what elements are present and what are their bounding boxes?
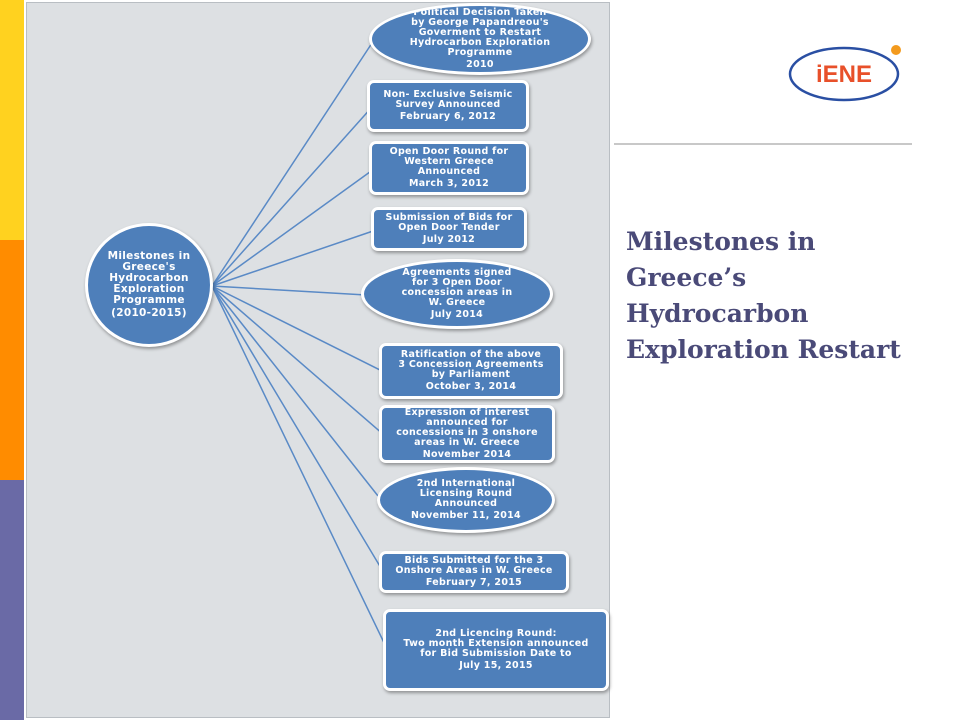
milestone-date: March 3, 2012 [408,178,490,189]
hub-line: Milestones in [107,250,191,262]
milestone-line: Announced [417,166,481,177]
milestone-line: Political Decision Taken [413,7,547,18]
milestone-node: Expression of interest announced for con… [379,405,555,463]
milestone-line: Ratification of the above [400,349,542,360]
milestone-node: Agreements signed for 3 Open Door conces… [361,259,553,329]
title-line: Exploration Restart [626,335,901,364]
milestone-line: Announced [434,498,498,509]
milestone-node: Submission of Bids for Open Door Tender … [371,207,527,251]
slide-title: Milestones in Greece’s Hydrocarbon Explo… [626,224,946,368]
milestone-node: 2nd Licencing Round: Two month Extension… [383,609,609,691]
connector-line [211,285,383,502]
milestones-diagram: Milestones in Greece's Hydrocarbon Explo… [26,2,610,718]
milestone-line: Expression of interest [404,407,530,418]
connector-lines [211,39,389,652]
connector-line [211,168,375,287]
milestone-node: 2nd International Licensing Round Announ… [377,467,555,533]
milestone-node: Ratification of the above 3 Concession A… [379,343,563,399]
milestone-line: Programme [447,47,513,58]
milestone-line: Goverment to Restart [418,27,542,38]
logo-text: iENE [816,61,872,88]
milestone-line: Hydrocarbon Exploration [409,37,551,48]
connector-line [211,39,375,287]
title-line: Hydrocarbon [626,299,809,328]
milestone-line: Licensing Round [419,488,513,499]
connector-line [211,285,367,296]
milestone-line: Western Greece [404,156,494,167]
connector-line [211,229,377,287]
hub-node: Milestones in Greece's Hydrocarbon Explo… [85,223,213,347]
milestone-date: November 2014 [422,449,512,460]
milestone-line: Non- Exclusive Seismic [383,89,513,100]
connector-line [211,106,373,287]
hub-period: (2010-2015) [111,307,187,319]
milestone-line: concessions in 3 onshore [396,427,538,438]
milestone-date: July 2012 [422,234,476,245]
milestone-line: announced for [426,417,508,428]
milestone-line: 3 Concession Agreements [398,359,544,370]
milestone-line: Agreements signed [402,267,512,278]
hub-line: Exploration [113,283,185,295]
sidebar-yellow-block [0,0,24,240]
milestone-line: by Parliament [431,369,511,380]
milestone-line: Onshore Areas in W. Greece [395,565,553,576]
milestone-line: for Bid Submission Date to [420,648,572,659]
connector-line [211,285,389,652]
milestone-line: W. Greece [428,297,486,308]
milestone-date: 2010 [466,59,494,70]
title-line: Greece’s [626,263,747,292]
milestone-line: Two month Extension announced [403,638,589,649]
milestone-date: February 7, 2015 [425,577,523,588]
milestone-line: concession areas in [401,287,513,298]
milestone-line: for 3 Open Door [411,277,503,288]
milestone-line: Open Door Tender [398,222,500,233]
milestone-date: July 15, 2015 [459,660,533,671]
milestone-line: areas in W. Greece [414,437,520,448]
milestone-line: 2nd International [416,478,516,489]
header-divider [614,143,912,145]
milestone-node: Bids Submitted for the 3 Onshore Areas i… [379,551,569,593]
sidebar-color-strip [0,0,24,720]
hub-line: Greece's [122,261,176,273]
milestone-date: July 2014 [430,309,484,320]
milestone-node: Political Decision Taken by George Papan… [369,3,591,75]
connector-line [211,285,385,436]
milestone-line: 2nd Licencing Round: [435,628,557,639]
iene-logo: iENE [786,42,906,106]
milestone-line: Survey Announced [395,99,501,110]
milestone-node: Non- Exclusive Seismic Survey Announced … [367,80,529,132]
connector-line [211,285,385,574]
milestone-line: Submission of Bids for [385,212,513,223]
milestone-node: Open Door Round for Western Greece Annou… [369,141,529,195]
hub-line: Programme [113,294,185,306]
sidebar-orange-block [0,240,24,480]
connector-line [211,285,385,373]
milestone-date: November 11, 2014 [411,510,521,521]
milestone-line: by George Papandreou's [411,17,549,28]
title-line: Milestones in [626,227,816,256]
hub-line: Hydrocarbon [109,272,189,284]
milestone-line: Open Door Round for [389,146,509,157]
sidebar-purple-block [0,480,24,720]
milestone-line: Bids Submitted for the 3 [404,555,544,566]
milestone-date: February 6, 2012 [399,111,497,122]
milestone-date: October 3, 2014 [425,381,517,392]
